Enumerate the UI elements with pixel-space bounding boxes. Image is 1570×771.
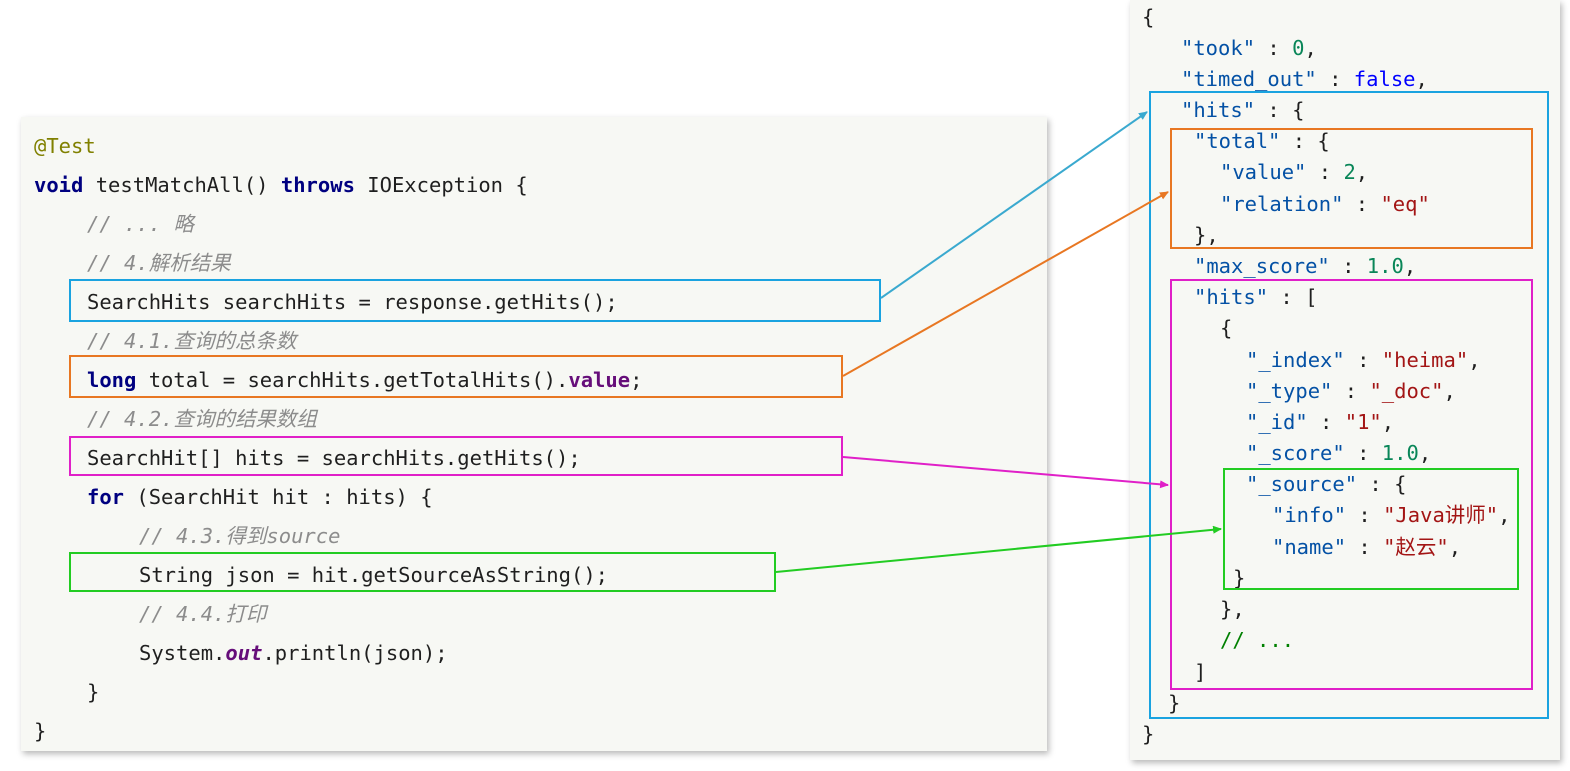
json-line-score: "_score" : 1.0, — [1246, 441, 1432, 465]
json-line-timed-out: "timed_out" : false, — [1181, 67, 1428, 91]
json-line-comment-more: // ... — [1220, 628, 1295, 652]
json-line-close-hit: }, — [1220, 597, 1245, 621]
code-line-comment-print: // 4.4.打印 — [139, 602, 267, 626]
highlight-box-hits-array — [69, 436, 843, 476]
code-line-comment-source: // 4.3.得到source — [139, 524, 341, 548]
highlight-box-search-hits — [69, 279, 881, 322]
json-line-close-root: } — [1142, 722, 1155, 746]
code-line-for-loop: for (SearchHit hit : hits) { — [87, 485, 433, 509]
highlight-box-json-hits-array — [1170, 279, 1533, 690]
code-line-close-method: } — [34, 719, 47, 743]
json-line-open-hit: { — [1220, 316, 1233, 340]
highlight-box-json-hits — [1149, 91, 1549, 719]
json-line-close-source: } — [1233, 566, 1246, 590]
highlight-box-json-source — [1223, 468, 1519, 590]
json-line-source: "_source" : { — [1246, 472, 1407, 496]
json-line-close-total: }, — [1194, 223, 1219, 247]
code-line-comment-parse: // 4.解析结果 — [87, 251, 231, 275]
code-line-total: long total = searchHits.getTotalHits().v… — [87, 368, 643, 392]
json-line-id: "_id" : "1", — [1246, 410, 1395, 434]
json-line-type: "_type" : "_doc", — [1246, 379, 1456, 403]
highlight-box-total — [69, 355, 843, 398]
code-line-comment-omit: // ... 略 — [87, 212, 194, 236]
code-line-search-hits: SearchHits searchHits = response.getHits… — [87, 290, 618, 314]
json-line-name: "name" : "赵云", — [1272, 535, 1462, 559]
json-line-close-array: ] — [1194, 660, 1207, 684]
code-line-hits-array: SearchHit[] hits = searchHits.getHits(); — [87, 446, 581, 470]
highlight-box-json-total — [1170, 128, 1533, 249]
json-line-hits-array: "hits" : [ — [1194, 285, 1318, 309]
json-line-total: "total" : { — [1194, 129, 1330, 153]
java-code-panel: @Test void testMatchAll() throws IOExcep… — [21, 117, 1047, 751]
code-line-annotation: @Test — [34, 134, 96, 158]
json-line-info: "info" : "Java讲师", — [1272, 503, 1511, 527]
highlight-box-source — [69, 552, 776, 592]
json-line-hits: "hits" : { — [1181, 98, 1305, 122]
json-line-value: "value" : 2, — [1220, 160, 1369, 184]
json-line-index: "_index" : "heima", — [1246, 348, 1481, 372]
code-line-close-for: } — [87, 680, 100, 704]
json-response-panel: { "took" : 0, "timed_out" : false, "hits… — [1130, 0, 1560, 760]
code-line-get-source: String json = hit.getSourceAsString(); — [139, 563, 608, 587]
json-line-took: "took" : 0, — [1181, 36, 1317, 60]
json-line-max-score: "max_score" : 1.0, — [1194, 254, 1417, 278]
code-line-method-signature: void testMatchAll() throws IOException { — [34, 173, 528, 197]
code-line-comment-total: // 4.1.查询的总条数 — [87, 329, 297, 353]
json-line-close-hits: } — [1168, 691, 1181, 715]
code-line-comment-array: // 4.2.查询的结果数组 — [87, 407, 317, 431]
code-line-println: System.out.println(json); — [139, 641, 448, 665]
json-line-open: { — [1142, 5, 1155, 29]
json-line-relation: "relation" : "eq" — [1220, 192, 1430, 216]
